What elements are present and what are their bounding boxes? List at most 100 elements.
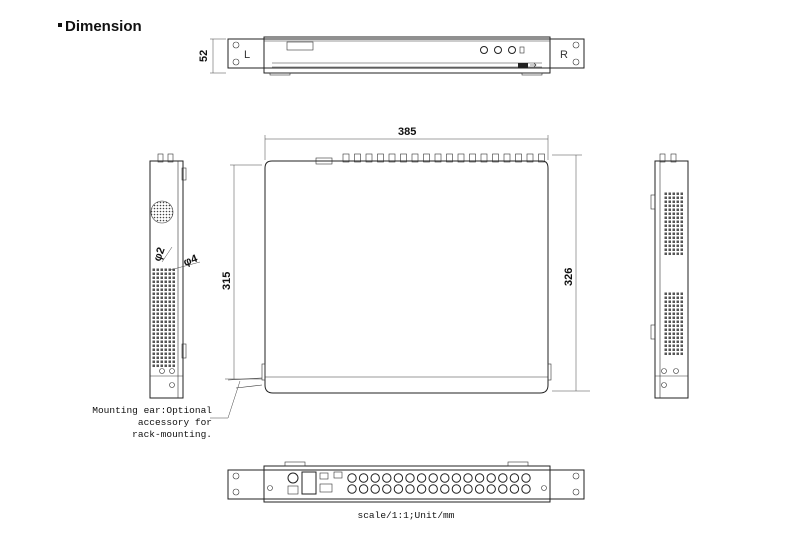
rear-ear-hole-tl (232, 472, 240, 480)
mounting-ear-hatch (227, 377, 263, 389)
rear-bnc-connector-icon (428, 484, 438, 494)
left-hole-2 (169, 368, 175, 374)
hdmi-port-icon (333, 471, 343, 479)
rear-bnc-connector-icon (498, 473, 508, 483)
rear-bnc-connector-icon (451, 484, 462, 494)
rear-bnc-array (347, 473, 531, 494)
left-hole-3 (169, 382, 175, 388)
rear-bnc-connector-icon (440, 484, 450, 494)
mounting-ear-leader (210, 380, 241, 419)
rear-bnc-connector-icon (405, 473, 415, 483)
rear-bnc-connector-icon (463, 484, 473, 494)
top-bnc-connector (469, 153, 476, 163)
top-bnc-connector (388, 153, 396, 163)
right-hole-1 (661, 368, 667, 374)
top-front-bracket-left (261, 363, 266, 381)
rear-bnc-connector-icon (428, 473, 438, 483)
rear-bnc-connector-icon (358, 484, 369, 494)
phi4-leader (169, 261, 201, 271)
rear-bnc-connector-icon (509, 484, 520, 494)
depth-315-label: 315 (221, 272, 233, 290)
right-hole-3 (661, 382, 667, 388)
right-side-view (650, 153, 689, 399)
left-connector-2 (167, 153, 174, 163)
hole-small-label: φ2 (152, 246, 168, 263)
rear-ear-hole-br (572, 488, 580, 496)
rear-bnc-connector-icon (382, 473, 392, 483)
rear-bnc-connector-icon (347, 484, 357, 494)
front-button-2 (494, 46, 502, 54)
rear-bnc-connector-icon (370, 473, 380, 483)
left-vent-grille (151, 268, 176, 368)
rear-view (227, 461, 585, 503)
rear-bnc-connector-icon (370, 484, 380, 494)
rear-bnc-connector-icon (393, 484, 404, 494)
hole-large-label: φ4 (182, 252, 200, 268)
top-bnc-connector (515, 153, 522, 163)
rear-port-small (319, 472, 329, 480)
left-side-view: φ2 φ4 (149, 153, 201, 399)
rear-bnc-connector-icon (486, 473, 496, 483)
top-bnc-connector (423, 153, 430, 163)
vga-port-icon (319, 483, 333, 493)
left-side-tab-top (181, 167, 187, 181)
rear-bnc-connector-icon (440, 473, 450, 483)
front-foot-left (269, 72, 291, 76)
front-ear-hole-br (572, 58, 580, 66)
right-side-body (654, 160, 689, 399)
front-ir-window (519, 46, 525, 54)
right-hole-2 (673, 368, 679, 374)
rear-bnc-connector-icon (347, 473, 357, 483)
rear-bnc-connector-icon (393, 473, 404, 483)
front-body (263, 36, 551, 74)
top-bnc-connector (526, 153, 534, 163)
rear-bnc-connector-icon (463, 473, 473, 483)
top-bnc-connector (446, 153, 453, 163)
left-side-tab-bottom (181, 343, 187, 359)
top-bnc-connector (492, 153, 499, 163)
rear-bnc-connector-icon (358, 473, 369, 483)
right-side-tab-top (650, 194, 656, 210)
front-button-1 (480, 46, 488, 54)
rear-bnc-connector-icon (474, 484, 485, 494)
rear-bnc-connector-icon (451, 473, 462, 483)
front-button-3 (508, 46, 516, 54)
right-vent-grille-bottom (664, 291, 684, 355)
left-hole-1 (159, 368, 165, 374)
front-ear-hole-tl (232, 41, 240, 49)
rear-ear-hole-tr (572, 472, 580, 480)
scale-note: scale/1:1;Unit/mm (358, 510, 455, 521)
rear-bnc-connector-icon (416, 473, 427, 483)
rear-bnc-connector-icon (509, 473, 520, 483)
top-view: 385 315 326 (210, 126, 590, 419)
rear-bnc-connector-icon (498, 484, 508, 494)
usb-symbol-icon (530, 62, 537, 68)
rear-body (263, 465, 551, 503)
rear-bnc-connector-icon (382, 484, 392, 494)
page-title: Dimension (58, 18, 142, 35)
left-side-body (149, 160, 184, 399)
front-label-left: L (244, 49, 250, 61)
ethernet-port-icon (301, 471, 317, 495)
rear-top-tab-left (284, 461, 306, 467)
top-bnc-connector (411, 153, 419, 163)
power-switch-icon (287, 485, 299, 495)
front-foot-right (521, 72, 543, 76)
top-bnc-connector (342, 153, 350, 163)
front-label-right: R (560, 49, 568, 61)
rear-screw-right (541, 485, 547, 491)
usb-port-icon (518, 63, 528, 68)
top-bnc-connector (354, 153, 361, 163)
rear-bnc-connector-icon (486, 484, 496, 494)
top-bnc-connector (480, 153, 488, 163)
front-rack-bar (227, 38, 585, 69)
front-ear-hole-bl (232, 58, 240, 66)
front-ear-hole-tr (572, 41, 580, 49)
top-bnc-connector (503, 153, 511, 163)
top-front-bracket-right (547, 363, 552, 381)
right-vent-grille-top (664, 192, 684, 256)
rear-bnc-connector-icon (416, 484, 427, 494)
right-side-tab-bottom (650, 324, 656, 340)
rear-bnc-connector-icon (521, 473, 531, 483)
